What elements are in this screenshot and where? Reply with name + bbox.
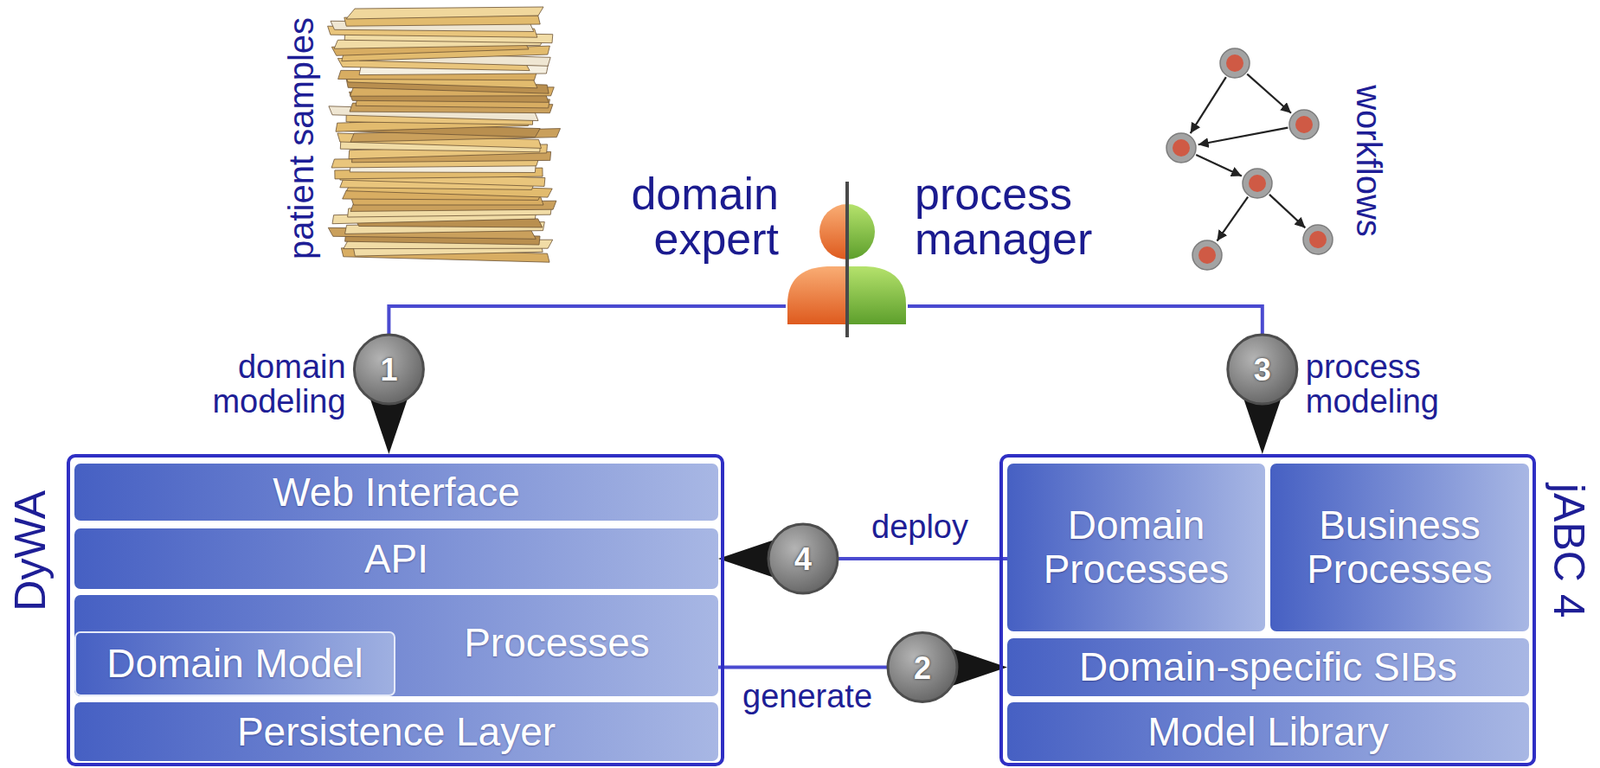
illustration-caption: workflows: [1349, 84, 1389, 238]
workflow-node-core: [1295, 115, 1313, 134]
illustration-caption: patient samples: [281, 17, 322, 260]
person-head: [847, 204, 875, 260]
callout-number: 3: [1253, 354, 1272, 386]
connector-arrow: [907, 306, 1263, 429]
workflow-node-core: [1309, 231, 1327, 249]
layer-label: Persistence Layer: [237, 710, 556, 755]
workflow-arrow: [1195, 154, 1242, 177]
edge-label: domain modeling: [210, 350, 347, 420]
paper-stack: [327, 6, 561, 263]
callout-number: 2: [913, 653, 932, 685]
role-label: process manager: [914, 171, 1093, 262]
callout-marker: [1227, 334, 1298, 405]
person-head: [819, 204, 848, 260]
workflow-node: [1303, 224, 1333, 255]
workflow-graph: [1166, 48, 1333, 270]
callout-marker: [353, 334, 424, 405]
layer-band: Domain-specific SIBs: [1007, 638, 1530, 697]
workflow-node: [1166, 133, 1196, 163]
workflow-node-core: [1248, 174, 1266, 193]
layer-band: Domain Model Processes: [74, 595, 719, 697]
workflow-arrow: [1246, 74, 1292, 114]
workflow-node: [1289, 109, 1319, 140]
person-icon: [785, 199, 908, 337]
workflow-node-core: [1172, 139, 1190, 157]
workflow-arrow: [1269, 194, 1305, 228]
role-figure: domain expertprocess manager: [785, 199, 908, 337]
layer-band: Web Interface: [74, 463, 719, 521]
workflow-arrow: [1198, 128, 1289, 146]
edge-label: generate: [740, 680, 874, 715]
system-box: Web InterfaceAPI Domain Model ProcessesPer…: [66, 454, 725, 767]
workflow-node: [1220, 48, 1250, 78]
layer-label: API: [364, 537, 429, 582]
person-body: [787, 266, 848, 325]
layer-band: API: [74, 528, 719, 590]
callout-number: 1: [379, 354, 398, 386]
callout-number: 4: [794, 544, 812, 576]
layer-label: Domain Processes: [1015, 503, 1257, 592]
layer-label: Domain Model: [106, 642, 364, 687]
layer-label: Domain-specific SIBs: [1079, 645, 1458, 690]
workflow-node-core: [1226, 54, 1244, 72]
person-half: [847, 204, 907, 325]
workflow-arrow: [1190, 77, 1227, 134]
layer-band: Model Library: [1007, 702, 1530, 762]
connector-arrow: [388, 306, 786, 429]
layer-band: Persistence Layer: [74, 702, 719, 762]
layer-label: Processes: [395, 621, 719, 666]
role-label: domain expert: [630, 171, 779, 262]
workflow-arrow: [1216, 197, 1248, 242]
callout-marker: [768, 524, 838, 594]
layer-label: Business Processes: [1278, 503, 1521, 592]
system-box: Domain ProcessesBusiness ProcessesDomain…: [999, 454, 1536, 767]
layer-label: Model Library: [1147, 710, 1389, 755]
edge-label: process modeling: [1304, 350, 1441, 420]
person-body: [847, 266, 907, 325]
role-divider: [845, 181, 849, 338]
layer-label: Web Interface: [272, 470, 521, 515]
workflow-node: [1192, 240, 1222, 270]
paper-top: [346, 6, 544, 20]
callout-marker: [887, 633, 958, 703]
person-half: [787, 204, 848, 325]
model-box: Domain Model: [74, 631, 396, 697]
workflow-node: [1242, 168, 1273, 199]
edge-label: deploy: [869, 510, 971, 546]
layer-band: Business Processes: [1270, 463, 1530, 632]
system-label: DyWA: [6, 490, 57, 612]
layer-band: Domain Processes: [1007, 463, 1266, 632]
workflow-node-core: [1198, 246, 1216, 264]
system-label: jABC 4: [1542, 483, 1594, 619]
